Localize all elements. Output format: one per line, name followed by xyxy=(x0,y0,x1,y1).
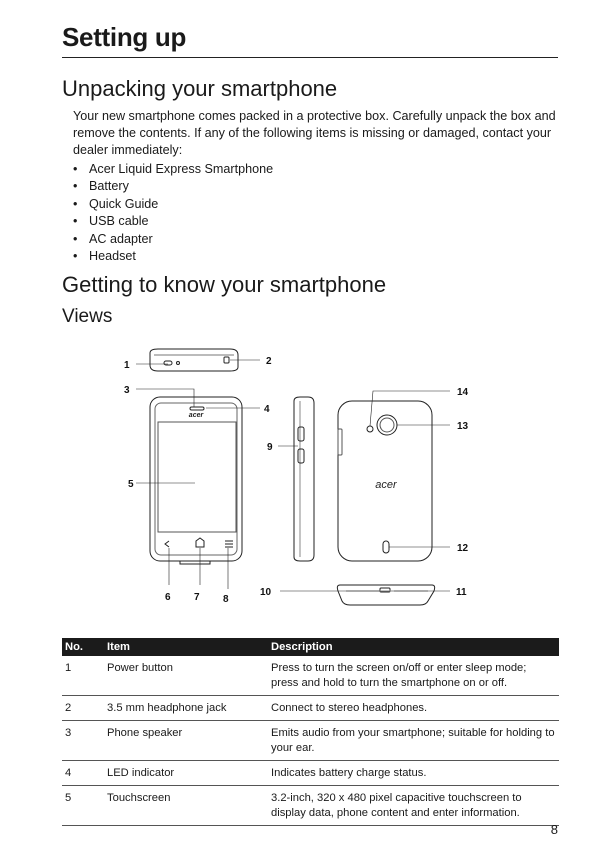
cell-no: 3 xyxy=(62,720,104,761)
cell-item: Power button xyxy=(104,656,268,696)
table-row: 3 Phone speaker Emits audio from your sm… xyxy=(62,720,559,761)
callout-number: 5 xyxy=(128,479,134,490)
cell-no: 4 xyxy=(62,760,104,786)
cell-no: 5 xyxy=(62,785,104,826)
callout-number: 4 xyxy=(264,404,270,415)
phone-bottom-view xyxy=(336,584,436,606)
list-item: USB cable xyxy=(73,213,273,231)
cell-item: LED indicator xyxy=(104,760,268,786)
phone-side-view xyxy=(293,396,315,562)
table-row: 4 LED indicator Indicates battery charge… xyxy=(62,760,559,786)
intro-paragraph: Your new smartphone comes packed in a pr… xyxy=(73,109,556,157)
cell-description: Emits audio from your smartphone; suitab… xyxy=(268,720,559,761)
page-number: 8 xyxy=(550,822,558,837)
cell-item: 3.5 mm headphone jack xyxy=(104,695,268,721)
section-heading-know: Getting to know your smartphone xyxy=(62,272,387,297)
phone-views-illustration: acer acer 1 2 3 4 5 6 7 8 9 10 11 12 13 … xyxy=(124,348,469,606)
table-row: 1 Power button Press to turn the screen … xyxy=(62,656,559,696)
callout-number: 6 xyxy=(165,592,171,603)
callout-number: 14 xyxy=(457,387,469,398)
list-item: AC adapter xyxy=(73,231,273,249)
callout-number: 12 xyxy=(457,543,469,554)
callout-number: 3 xyxy=(124,385,130,396)
callout-number: 2 xyxy=(266,356,272,367)
callout-number: 1 xyxy=(124,360,130,371)
column-header-description: Description xyxy=(268,638,559,656)
list-item: Headset xyxy=(73,248,273,266)
cell-description: Connect to stereo headphones. xyxy=(268,695,559,721)
callout-number: 8 xyxy=(223,594,229,605)
callout-number: 9 xyxy=(267,442,273,453)
column-header-item: Item xyxy=(104,638,268,656)
list-item: Acer Liquid Express Smartphone xyxy=(73,161,273,179)
table-header-row: No. Item Description xyxy=(62,638,559,656)
phone-top-view xyxy=(149,348,239,372)
chapter-title: Setting up xyxy=(62,22,558,58)
back-logo: acer xyxy=(375,479,398,491)
table-row: 2 3.5 mm headphone jack Connect to stere… xyxy=(62,695,559,721)
package-contents-list: Acer Liquid Express Smartphone Battery Q… xyxy=(73,161,273,266)
cell-description: Press to turn the screen on/off or enter… xyxy=(268,656,559,696)
callout-number: 13 xyxy=(457,421,469,432)
phone-front-view xyxy=(149,396,243,565)
cell-no: 1 xyxy=(62,656,104,696)
cell-item: Phone speaker xyxy=(104,720,268,761)
section-heading-unpacking: Unpacking your smartphone xyxy=(62,76,338,101)
cell-description: 3.2-inch, 320 x 480 pixel capacitive tou… xyxy=(268,785,559,826)
table-row: 5 Touchscreen 3.2-inch, 320 x 480 pixel … xyxy=(62,785,559,826)
front-logo: acer xyxy=(189,412,205,419)
list-item: Quick Guide xyxy=(73,196,273,214)
cell-no: 2 xyxy=(62,695,104,721)
cell-item: Touchscreen xyxy=(104,785,268,826)
callout-number: 11 xyxy=(456,587,467,598)
cell-description: Indicates battery charge status. xyxy=(268,760,559,786)
column-header-no: No. xyxy=(62,638,104,656)
callout-number: 10 xyxy=(260,587,272,598)
list-item: Battery xyxy=(73,178,273,196)
subheading-views: Views xyxy=(62,306,113,327)
components-table: No. Item Description 1 Power button Pres… xyxy=(62,638,559,826)
callout-number: 7 xyxy=(194,592,200,603)
